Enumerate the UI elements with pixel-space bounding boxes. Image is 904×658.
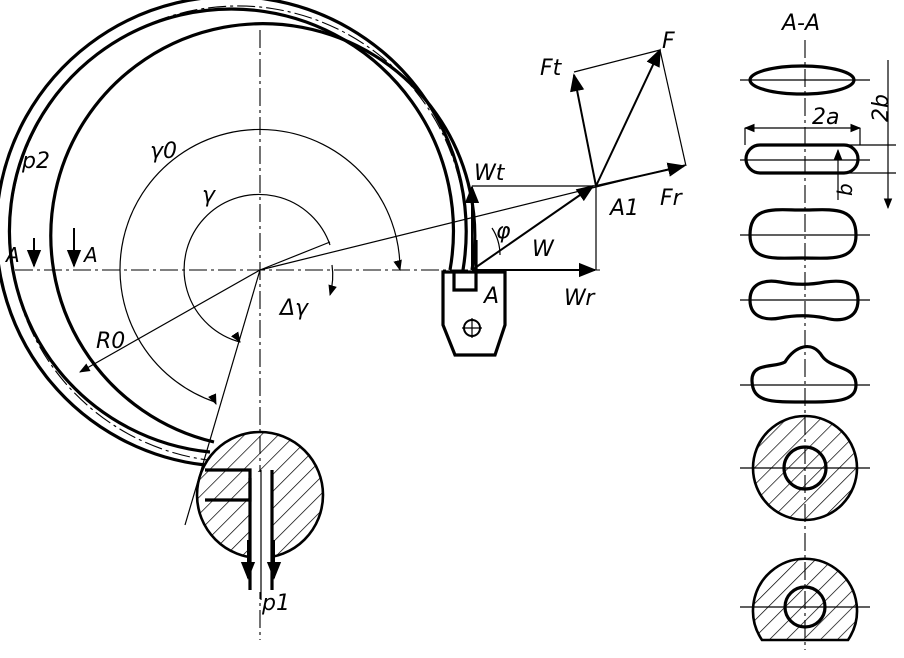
label-section: A-A	[780, 11, 820, 36]
label-p2: p2	[21, 149, 50, 174]
label-a-left-1: A	[4, 243, 20, 267]
section-flat	[744, 143, 860, 175]
label-a-left-2: A	[82, 243, 98, 267]
label-f: F	[662, 29, 675, 54]
tube-bore-line	[49, 22, 477, 444]
section-bulb	[750, 345, 858, 404]
labels: p2 p1 A A A γ0 γ Δγ R0 φ W Wt Wr A1 F Ft…	[4, 11, 894, 616]
section-marks	[26, 228, 82, 268]
delta-gamma-arc	[328, 264, 337, 297]
label-b: b	[833, 183, 857, 196]
section-oval	[748, 208, 858, 260]
label-wt: Wt	[474, 161, 506, 186]
r0-line	[79, 269, 261, 373]
label-ft: Ft	[540, 56, 563, 81]
bourdon-tube	[0, 0, 478, 467]
label-gamma0: γ0	[150, 139, 177, 164]
label-wr: Wr	[564, 286, 596, 311]
label-delta-gamma: Δγ	[278, 296, 309, 321]
label-p1: p1	[261, 591, 290, 616]
label-2b: 2b	[869, 94, 894, 122]
link-piece	[441, 270, 507, 357]
gamma-arc	[183, 193, 331, 343]
label-fr: Fr	[660, 186, 684, 211]
label-r0: R0	[96, 329, 125, 354]
label-gamma: γ	[202, 183, 216, 208]
label-2a: 2a	[812, 105, 839, 130]
cross-sections	[740, 40, 896, 650]
label-a1: A1	[608, 196, 639, 221]
angle-arcs	[119, 128, 402, 405]
phi-arc	[491, 227, 501, 256]
f-vector	[595, 48, 661, 187]
label-w: W	[532, 237, 555, 262]
tube-inner-wall	[7, 7, 456, 454]
ft-vector	[570, 73, 597, 187]
tube-end	[452, 240, 478, 292]
radius-lines	[79, 164, 686, 526]
vector-diagram	[464, 48, 687, 278]
gamma0-arc	[119, 128, 401, 403]
label-phi: φ	[496, 219, 511, 244]
fr-vector	[595, 162, 686, 187]
label-a-point: A	[482, 284, 499, 309]
w-vector	[471, 184, 595, 271]
socket-block	[195, 430, 325, 600]
